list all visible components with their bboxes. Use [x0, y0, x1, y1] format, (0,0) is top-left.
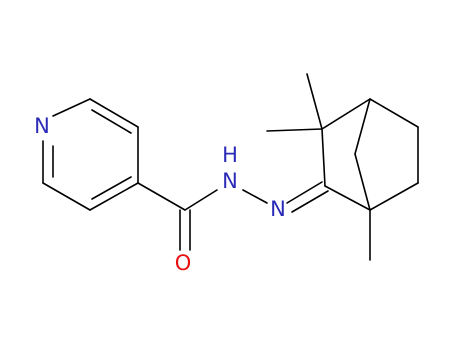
bond-c3-c4-bicyclic — [321, 98, 371, 130]
bond-c1-c2-bicyclic — [324, 185, 371, 211]
bond-n1-c2 — [52, 98, 91, 117]
atom-label-o-carbonyl: O — [175, 251, 192, 275]
bond-bridge-c7-c1 — [354, 153, 371, 211]
bond-methyl-a — [306, 73, 323, 130]
atom-label-n-hydrazide: N — [222, 169, 238, 193]
hydrazide-linker — [137, 182, 268, 251]
atom-label-n-pyridine: N — [34, 114, 50, 138]
bond-c4-c5-bicyclic — [369, 98, 419, 128]
bond-methyl-b — [266, 128, 323, 132]
bond-c2-c3 — [89, 98, 139, 128]
bond-c6-c1-bicyclic — [369, 182, 419, 211]
bond-c5-c6 — [42, 182, 91, 211]
atom-label-n-imine: N — [270, 197, 286, 221]
bicyclic-framework — [266, 73, 419, 261]
bond-ring-carbonyl — [137, 182, 186, 211]
bond-carbonyl-nh — [184, 189, 218, 211]
pyridine-ring — [42, 98, 139, 211]
bond-n-c-2 — [291, 190, 329, 213]
bond-nh-n — [242, 189, 268, 204]
bond-c4-c5 — [89, 182, 139, 211]
bond-c2-c3-bicyclic — [321, 128, 326, 187]
bond-n-c-1 — [286, 181, 323, 204]
atom-label-h-hydrazide: H — [222, 143, 238, 167]
bond-c4-c5-inner — [91, 176, 132, 200]
bond-bridge-c4-c7 — [354, 98, 371, 155]
imine-bond — [286, 181, 329, 213]
bond-c2-c3-inner — [91, 109, 132, 134]
